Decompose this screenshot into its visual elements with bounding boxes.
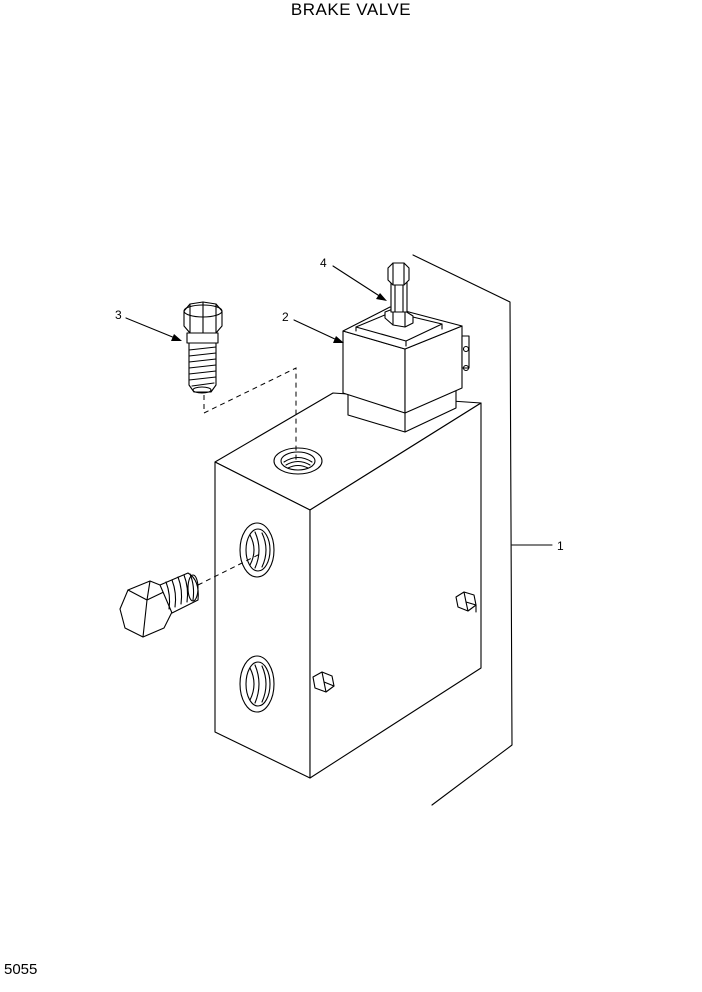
page-code: 5055	[4, 961, 38, 978]
callout-3: 3	[115, 308, 122, 322]
callout-4: 4	[320, 256, 327, 270]
assembly-line-plug	[197, 552, 263, 586]
valve-body	[214, 392, 482, 779]
solenoid	[342, 306, 470, 433]
side-plug	[119, 572, 199, 638]
solenoid-stem-nut	[384, 262, 414, 328]
fitting-plug	[183, 301, 223, 394]
callout-1: 1	[557, 539, 564, 553]
assembly-line-fitting	[203, 367, 297, 460]
assembly-bracket	[412, 254, 553, 806]
diagram-title: BRAKE VALVE	[290, 0, 412, 19]
callout-leaders	[125, 265, 387, 343]
callout-2: 2	[282, 310, 289, 324]
